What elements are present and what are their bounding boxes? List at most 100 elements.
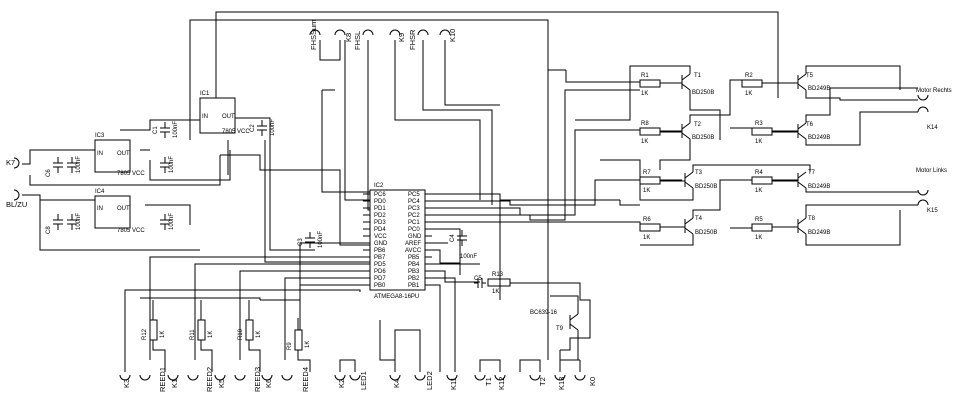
resistor-r4[interactable]: R4 1K (751, 170, 773, 194)
capacitor-c5[interactable]: C5 (474, 276, 486, 288)
bottom-connector-reed2[interactable]: REED2 (187, 367, 214, 392)
bottom-connector-led1[interactable]: LED1 (349, 371, 368, 390)
resistor-r2[interactable]: R2 1K (741, 73, 763, 97)
mcu-pin: PD1 (374, 206, 386, 212)
resistor-r11[interactable]: R11 1K (190, 319, 214, 341)
bottom-connector-k13[interactable]: K13 (554, 374, 566, 390)
left-connector-k7[interactable]: K7 (6, 157, 20, 169)
motor-links-connector[interactable]: Motor Links K15 (916, 168, 947, 214)
resistor-name: R8 (641, 121, 649, 127)
resistor-name: R2 (745, 73, 753, 79)
capacitor-c1[interactable]: C1 100nF (153, 121, 179, 138)
resistor-value: 1K (755, 235, 762, 241)
transistor-name: T1 (694, 73, 702, 79)
top-connector-fhssum[interactable]: FHSSum (309, 20, 321, 50)
mcu-pin: PC2 (408, 213, 420, 219)
bottom-connector-k0[interactable]: K0 (574, 374, 597, 386)
bottom-connector-k3[interactable]: K3 (119, 374, 131, 388)
resistor-r8[interactable]: R8 1K (639, 121, 661, 145)
mcu-pin: VCC (374, 234, 387, 240)
transistor-name: T9 (556, 326, 564, 332)
mcu-pin: PB2 (408, 276, 420, 282)
transistor-t4[interactable]: T4 BD250B (660, 216, 717, 236)
top-connector-fhsr[interactable]: FHSR (408, 29, 429, 50)
top-connector-k10[interactable]: K10 (439, 29, 457, 42)
resistor-r1[interactable]: R1 1K (639, 73, 661, 97)
t9-wiring (499, 200, 591, 361)
bottom-connector-label: K1 (170, 379, 179, 388)
transistor-t9[interactable]: BC639-16 T9 (530, 310, 579, 332)
transistor-part: BC639-16 (530, 310, 558, 316)
top-connector-label: K10 (448, 29, 457, 42)
mcu-pin: PD7 (374, 276, 386, 282)
top-connector-k9[interactable]: K9 (389, 29, 406, 42)
transistor-part: BD249B (808, 184, 830, 190)
capacitor-c7[interactable]: 100nF (67, 156, 82, 173)
bottom-connector-led2[interactable]: LED2 (414, 371, 434, 390)
top-connector-fhsl[interactable]: FHSL (353, 29, 374, 50)
capacitor-c8[interactable]: C8 (46, 214, 63, 234)
resistor-r10[interactable]: R10 1K (238, 319, 262, 341)
motor-rechts-connector[interactable]: Motor Rechts K14 (916, 88, 952, 131)
regulator-ic3[interactable]: IC3 IN OUT 7805 VCC (94, 133, 145, 177)
top-connector-label: K9 (397, 33, 406, 42)
mcu-ic2[interactable]: IC2 ATMEGA8-16PU PC6 PD0 PD1 PD2 PD3 PD4… (363, 183, 432, 300)
transistor-part: BD250B (695, 184, 717, 190)
connector-label: K14 (927, 125, 938, 131)
transistor-t7[interactable]: T7 BD249B (772, 170, 830, 190)
transistor-t1[interactable]: T1 BD250B (660, 73, 714, 96)
capacitor-c9[interactable]: 100nF (67, 213, 82, 230)
capacitor-c10[interactable]: 100nF (160, 156, 175, 173)
bottom-connector-t1[interactable]: T1 (474, 374, 493, 386)
bottom-connector-k11[interactable]: K11 (446, 374, 458, 390)
connector-label: K15 (927, 208, 938, 214)
mcu-pin: GND (374, 241, 388, 247)
transistor-name: T5 (806, 73, 814, 79)
bottom-connector-reed3[interactable]: REED3 (234, 367, 262, 392)
regulator-pin-in: IN (202, 114, 208, 120)
top-connector-k8[interactable]: K8 (334, 29, 353, 42)
bottom-connector-t2[interactable]: T2 (529, 374, 547, 386)
resistor-r3[interactable]: R3 1K (751, 121, 773, 145)
transistor-t3[interactable]: T3 BD250B (660, 170, 717, 190)
bottom-connector-k6[interactable]: K6 (261, 374, 273, 388)
capacitor-c3[interactable]: C3 100nF (298, 231, 324, 248)
mcu-left-pins: PC6 PD0 PD1 PD2 PD3 PD4 VCC GND PB6 PB7 … (374, 192, 388, 289)
bottom-connector-label: K2 (337, 379, 346, 388)
transistor-name: T4 (695, 216, 703, 222)
capacitor-c6[interactable]: C6 (46, 157, 63, 177)
transistor-part: BD250B (692, 90, 714, 96)
bottom-connector-k12[interactable]: K12 (494, 374, 506, 390)
resistor-r12[interactable]: R12 1K (142, 319, 166, 341)
resistor-r13[interactable]: R13 1K (487, 272, 511, 295)
bottom-connector-label: REED2 (205, 367, 214, 392)
capacitor-value: 100nF (76, 156, 82, 173)
bottom-connector-k2[interactable]: K2 (334, 374, 346, 388)
left-connector-blzu[interactable]: BL/ZU (6, 189, 27, 209)
bottom-connector-reed1[interactable]: REED1 (139, 367, 167, 392)
resistor-name: R5 (755, 217, 763, 223)
resistor-value: 1K (745, 91, 752, 97)
transistor-name: T2 (694, 122, 702, 128)
resistor-r6[interactable]: R6 1K (639, 217, 661, 241)
resistor-value: 1K (256, 331, 262, 338)
resistor-name: R11 (190, 329, 196, 340)
capacitor-c4[interactable]: C4 100nF (450, 230, 477, 260)
capacitor-c11[interactable]: 100nF (160, 213, 175, 230)
resistor-value: 1K (160, 331, 166, 338)
bottom-connector-k1[interactable]: K1 (167, 374, 179, 388)
bottom-connector-k4[interactable]: K4 (389, 374, 401, 388)
mcu-pin: PC4 (408, 199, 420, 205)
bottom-connector-reed4[interactable]: REED4 (281, 367, 310, 392)
transistor-t8[interactable]: T8 BD249B (772, 216, 830, 236)
bottom-connector-k5[interactable]: K5 (214, 374, 226, 388)
regulator-ic1[interactable]: IC1 IN OUT 7805 VCC (199, 91, 250, 135)
capacitor-c2[interactable]: C2 100nF (250, 119, 276, 136)
mcu-pin: PD0 (374, 199, 386, 205)
resistor-r7[interactable]: R7 1K (639, 170, 661, 194)
resistor-r9[interactable]: R9 1K (287, 329, 311, 351)
resistor-r5[interactable]: R5 1K (751, 217, 773, 241)
transistor-part: BD249B (808, 135, 830, 141)
regulator-ic4[interactable]: IC4 IN OUT 7805 VCC (94, 189, 145, 234)
